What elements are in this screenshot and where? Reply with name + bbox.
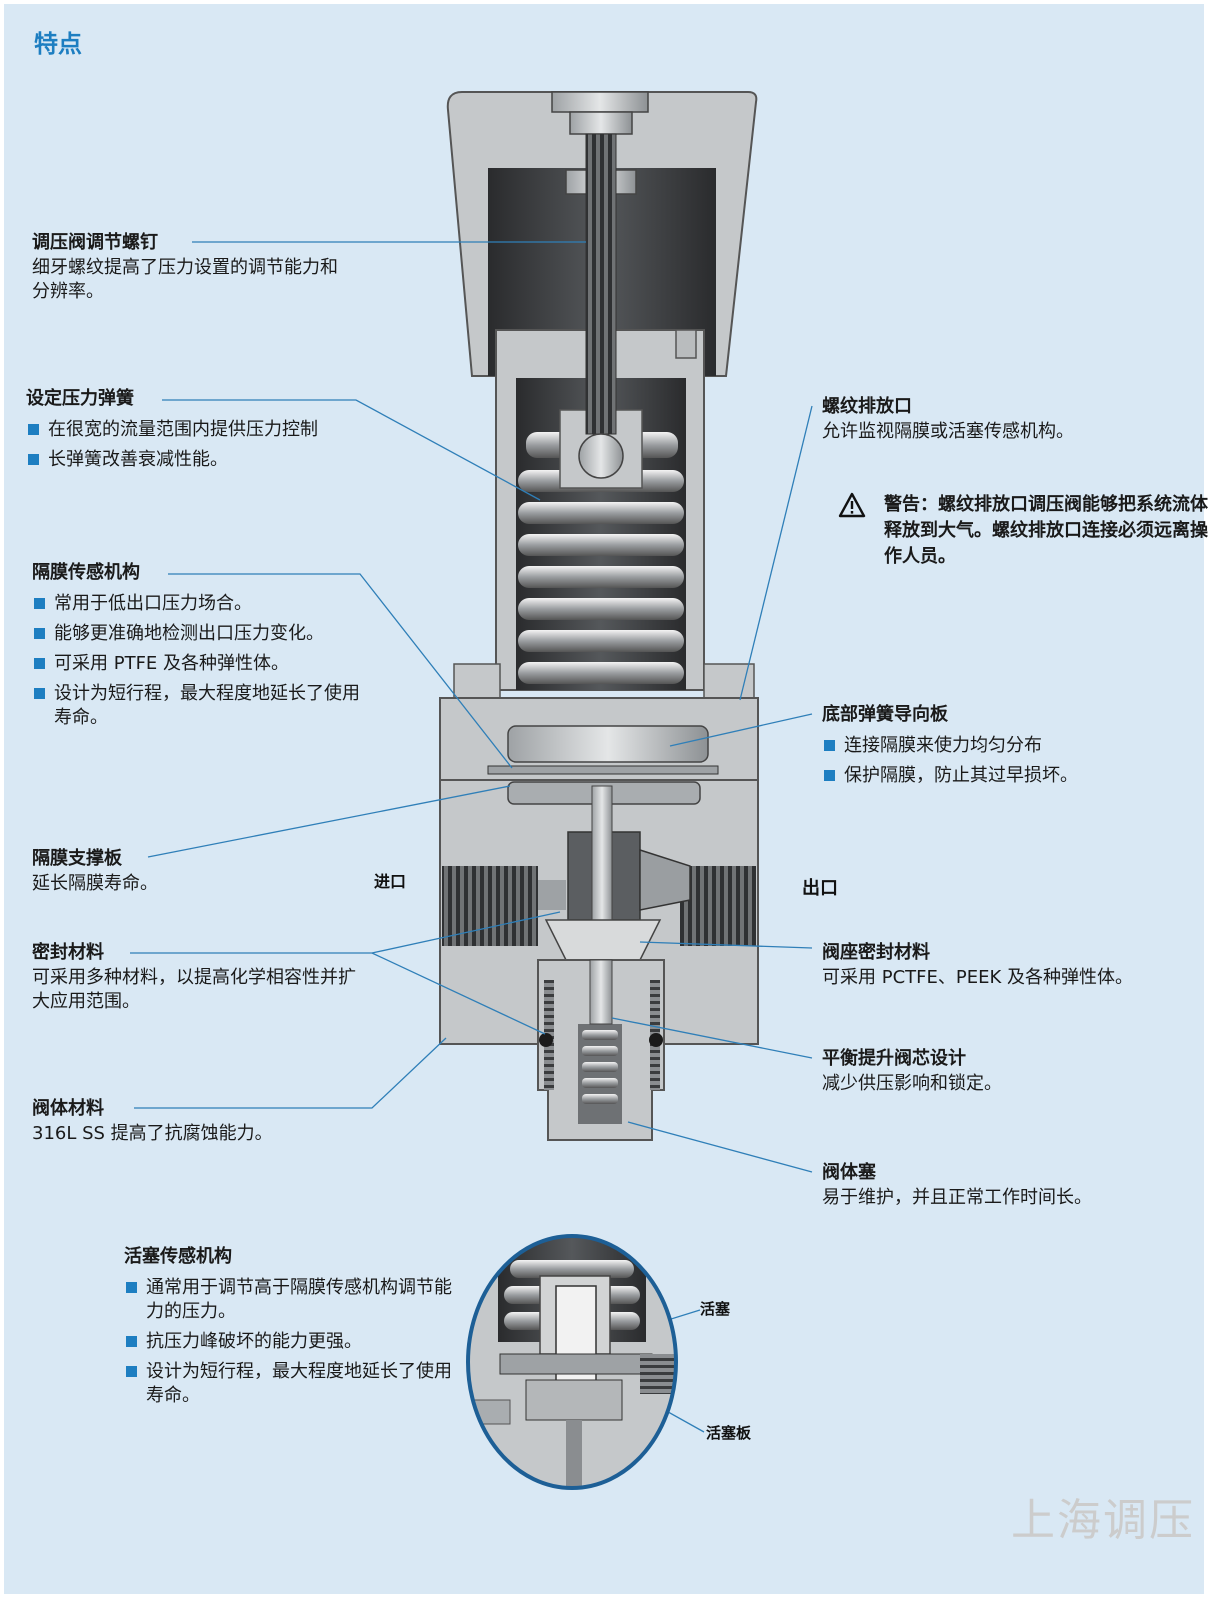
- callout-seal-material: 密封材料 可采用多种材料，以提高化学相容性并扩大应用范围。: [32, 940, 372, 1014]
- label-piston-plate: 活塞板: [706, 1424, 752, 1442]
- bullet-item: 能够更准确地检测出口压力变化。: [32, 622, 372, 646]
- callout-diaphragm-support: 隔膜支撑板 延长隔膜寿命。: [32, 846, 332, 896]
- bullet-item: 长弹簧改善衰减性能。: [26, 448, 366, 472]
- callout-spring: 设定压力弹簧 在很宽的流量范围内提供压力控制 长弹簧改善衰减性能。: [26, 386, 366, 472]
- callout-head: 螺纹排放口: [822, 396, 912, 417]
- warning-text: 警告：螺纹排放口调压阀能够把系统流体释放到大气。螺纹排放口连接必须远离操作人员。: [884, 494, 1208, 567]
- callout-head: 隔膜传感机构: [32, 562, 140, 583]
- callout-head: 阀体材料: [32, 1098, 104, 1119]
- callout-piston-sensing: 活塞传感机构 通常用于调节高于隔膜传感机构调节能力的压力。 抗压力峰破坏的能力更…: [124, 1244, 454, 1408]
- bullet-item: 抗压力峰破坏的能力更强。: [124, 1330, 454, 1354]
- callout-head: 调压阀调节螺钉: [32, 232, 158, 253]
- callout-bottom-guide: 底部弹簧导向板 连接隔膜来使力均匀分布 保护隔膜，防止其过早损坏。: [822, 702, 1182, 788]
- callout-desc: 316L SS 提高了抗腐蚀能力。: [32, 1123, 273, 1144]
- callout-desc: 延长隔膜寿命。: [32, 873, 158, 894]
- callout-adjust-screw: 调压阀调节螺钉 细牙螺纹提高了压力设置的调节能力和分辨率。: [32, 230, 342, 304]
- callout-diaphragm-sensing: 隔膜传感机构 常用于低出口压力场合。 能够更准确地检测出口压力变化。 可采用 P…: [32, 560, 372, 730]
- callout-head: 平衡提升阀芯设计: [822, 1048, 966, 1069]
- callout-vent-port: 螺纹排放口 允许监视隔膜或活塞传感机构。: [822, 394, 1182, 444]
- callout-desc: 允许监视隔膜或活塞传感机构。: [822, 421, 1074, 442]
- callout-head: 底部弹簧导向板: [822, 704, 948, 725]
- callout-body-plug: 阀体塞 易于维护，并且正常工作时间长。: [822, 1160, 1182, 1210]
- callout-seat-seal: 阀座密封材料 可采用 PCTFE、PEEK 及各种弹性体。: [822, 940, 1192, 990]
- bullet-item: 可采用 PTFE 及各种弹性体。: [32, 652, 372, 676]
- callout-head: 阀体塞: [822, 1162, 876, 1183]
- label-piston: 活塞: [700, 1300, 731, 1318]
- bullet-item: 设计为短行程，最大程度地延长了使用寿命。: [124, 1360, 454, 1408]
- bullet-item: 连接隔膜来使力均匀分布: [822, 734, 1182, 758]
- callout-desc: 可采用 PCTFE、PEEK 及各种弹性体。: [822, 967, 1133, 988]
- bullet-item: 通常用于调节高于隔膜传感机构调节能力的压力。: [124, 1276, 454, 1324]
- piston-inset: [466, 1234, 678, 1490]
- callout-head: 密封材料: [32, 942, 104, 963]
- callout-desc: 减少供压影响和锁定。: [822, 1073, 1002, 1094]
- callout-desc: 可采用多种材料，以提高化学相容性并扩大应用范围。: [32, 967, 356, 1012]
- callout-head: 活塞传感机构: [124, 1246, 232, 1267]
- bullet-item: 在很宽的流量范围内提供压力控制: [26, 418, 366, 442]
- callout-body-material: 阀体材料 316L SS 提高了抗腐蚀能力。: [32, 1096, 332, 1146]
- warning-icon: [838, 492, 866, 518]
- bullet-item: 保护隔膜，防止其过早损坏。: [822, 764, 1182, 788]
- leader-lines: [130, 241, 813, 1433]
- callout-head: 隔膜支撑板: [32, 848, 122, 869]
- bullet-item: 常用于低出口压力场合。: [32, 592, 372, 616]
- label-outlet: 出口: [802, 878, 838, 899]
- warning-note: 警告：螺纹排放口调压阀能够把系统流体释放到大气。螺纹排放口连接必须远离操作人员。: [838, 492, 1219, 570]
- adjusting-screw: [551, 91, 649, 479]
- callout-head: 阀座密封材料: [822, 942, 930, 963]
- callout-desc: 细牙螺纹提高了压力设置的调节能力和分辨率。: [32, 257, 338, 302]
- callout-poppet: 平衡提升阀芯设计 减少供压影响和锁定。: [822, 1046, 1182, 1096]
- callout-desc: 易于维护，并且正常工作时间长。: [822, 1187, 1092, 1208]
- callout-head: 设定压力弹簧: [26, 388, 134, 409]
- body-plug: [537, 959, 665, 1141]
- watermark: 上海调压: [1011, 1495, 1195, 1546]
- bullet-item: 设计为短行程，最大程度地延长了使用寿命。: [32, 682, 372, 730]
- page-title: 特点: [34, 30, 82, 58]
- body-upper: [439, 663, 759, 781]
- label-inlet: 进口: [374, 872, 407, 891]
